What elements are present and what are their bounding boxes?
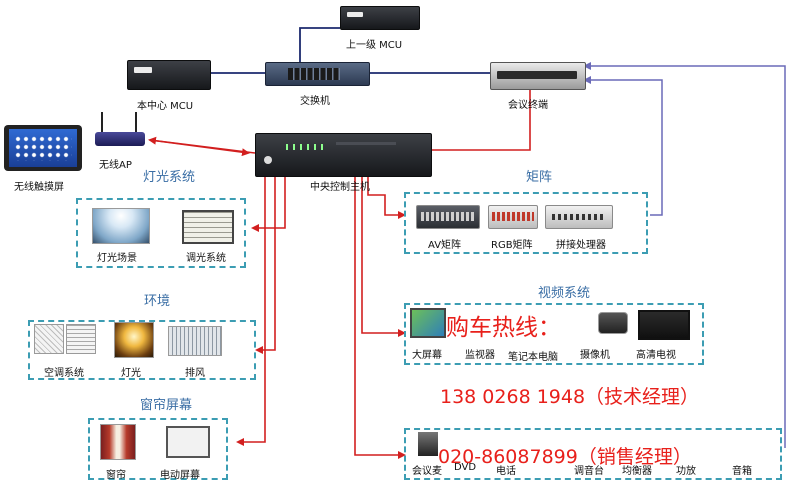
- splicing-processor-label: 拼接处理器: [556, 240, 606, 251]
- curtain-label: 窗帘: [106, 470, 126, 481]
- matrix-section-title: 矩阵: [526, 170, 553, 185]
- light-label: 灯光: [121, 368, 141, 379]
- conference-mic-label: 会议麦: [412, 466, 442, 477]
- big-screen-image: [410, 308, 446, 338]
- camera-image: [598, 312, 628, 334]
- mixer-label: 调音台: [574, 466, 604, 477]
- video-section-title: 视频系统: [538, 286, 591, 301]
- upper-mcu-device: [340, 6, 420, 30]
- ac-grille-image: [66, 324, 96, 354]
- exhaust-image: [168, 326, 222, 356]
- local-mcu-label: 本中心 MCU: [137, 101, 194, 112]
- equalizer-label: 均衡器: [622, 466, 652, 477]
- monitor-label: 监视器: [465, 350, 495, 361]
- light-fixture-image: [114, 322, 154, 358]
- dvd-label: DVD: [454, 462, 477, 473]
- tech-phone-text: 138 0268 1948（技术经理）: [440, 386, 700, 408]
- control-lines: [148, 82, 534, 459]
- ac-vent-image: [34, 324, 64, 354]
- wireless-touch-screen-label: 无线触摸屏: [14, 182, 64, 193]
- audio-section-box: [404, 428, 782, 480]
- wireless-touch-screen-device: [4, 125, 82, 171]
- environment-section-title: 环境: [144, 294, 171, 309]
- video-section-box: [404, 303, 704, 365]
- big-screen-label: 大屏幕: [412, 350, 442, 361]
- speaker-label: 音箱: [732, 466, 752, 477]
- central-controller-device: [255, 133, 432, 177]
- av-matrix-device: [416, 205, 480, 229]
- feedback-lines: [583, 62, 786, 448]
- sales-phone-text: 020-86087899（销售经理）: [438, 446, 692, 468]
- hdtv-image: [638, 310, 690, 340]
- dimming-system-image: [182, 210, 234, 244]
- lighting-section-box: [76, 198, 246, 268]
- switch-device: [265, 62, 370, 86]
- telephone-label: 电话: [496, 466, 516, 477]
- curtain-section-title: 窗帘屏幕: [140, 398, 193, 413]
- hdtv-label: 高清电视: [636, 350, 676, 361]
- upper-mcu-label: 上一级 MCU: [346, 40, 403, 51]
- matrix-section-box: [404, 192, 648, 254]
- lighting-scene-label: 灯光场景: [97, 253, 137, 264]
- av-matrix-label: AV矩阵: [428, 240, 462, 251]
- rgb-matrix-device: [488, 205, 538, 229]
- conference-terminal-device: [490, 62, 586, 90]
- lighting-scene-image: [92, 208, 150, 244]
- conference-mic-image: [418, 432, 438, 456]
- exhaust-label: 排风: [185, 368, 205, 379]
- wireless-ap-label: 无线AP: [99, 160, 132, 171]
- environment-section-box: [28, 320, 256, 380]
- rgb-matrix-label: RGB矩阵: [491, 240, 533, 251]
- splicing-processor-device: [545, 205, 613, 229]
- motorized-screen-image: [166, 426, 210, 458]
- amplifier-label: 功放: [676, 466, 696, 477]
- hotline-text: 购车热线：: [446, 315, 561, 341]
- conference-terminal-label: 会议终端: [508, 100, 548, 111]
- wireless-ap-device: [95, 112, 145, 152]
- motorized-screen-label: 电动屏幕: [160, 470, 200, 481]
- local-mcu-device: [127, 60, 211, 90]
- network-lines: [210, 27, 490, 74]
- central-controller-label: 中央控制主机: [310, 182, 370, 193]
- ac-system-label: 空调系统: [44, 368, 84, 379]
- camera-label: 摄像机: [580, 350, 610, 361]
- switch-label: 交换机: [300, 96, 330, 107]
- laptop-label: 笔记本电脑: [508, 352, 558, 363]
- curtain-image: [100, 424, 136, 460]
- dimming-system-label: 调光系统: [186, 253, 226, 264]
- lighting-section-title: 灯光系统: [143, 170, 196, 185]
- curtain-section-box: [88, 418, 228, 480]
